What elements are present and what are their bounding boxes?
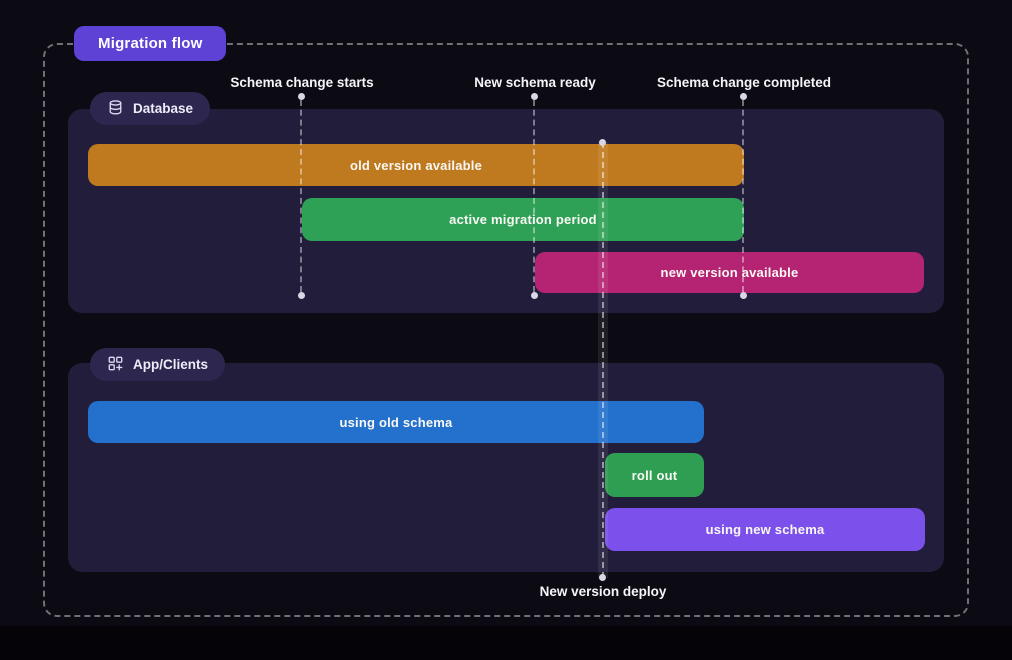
database-icon [107,99,124,119]
bar-label: new version available [660,265,799,280]
milestone-line-schema-change-starts [300,100,302,292]
database-lane-pill: Database [90,92,211,125]
app-clients-lane-label: App/Clients [133,357,209,372]
deploy-dot-bottom [599,574,606,581]
milestone-dot-bottom [531,292,538,299]
bar-using-new-schema: using new schema [605,508,925,551]
dashed-frame [43,43,969,617]
milestone-label-new-schema-ready: New schema ready [474,75,596,90]
database-lane-label: Database [133,101,194,116]
milestone-dot-bottom [740,292,747,299]
milestone-line-new-schema-ready [533,100,535,292]
bar-active-migration-period: active migration period [302,198,744,241]
bar-label: using new schema [705,522,825,537]
milestone-dot-top [298,93,305,100]
milestone-label-new-version-deploy: New version deploy [539,584,667,599]
milestone-line-schema-change-completed [742,100,744,292]
milestone-label-schema-change-starts: Schema change starts [230,75,374,90]
bar-label: roll out [631,467,678,483]
bar-roll-out: roll out [605,453,704,497]
deploy-line [602,142,604,578]
footer-strip [0,626,1012,660]
milestone-dot-top [740,93,747,100]
bar-using-old-schema: using old schema [88,401,704,443]
diagram-title: Migration flow [74,26,227,61]
bar-label: active migration period [449,212,597,227]
bar-label: old version available [349,157,483,173]
bar-new-version-available: new version available [535,252,924,293]
milestone-dot-top [531,93,538,100]
bar-label: using old schema [339,414,453,430]
milestone-label-schema-change-completed: Schema change completed [656,75,832,90]
apps-plus-icon [107,355,124,375]
app-clients-lane-pill: App/Clients [90,348,226,381]
deploy-dot-top [599,139,606,146]
bar-old-version-available: old version available [88,144,744,186]
milestone-dot-bottom [298,292,305,299]
